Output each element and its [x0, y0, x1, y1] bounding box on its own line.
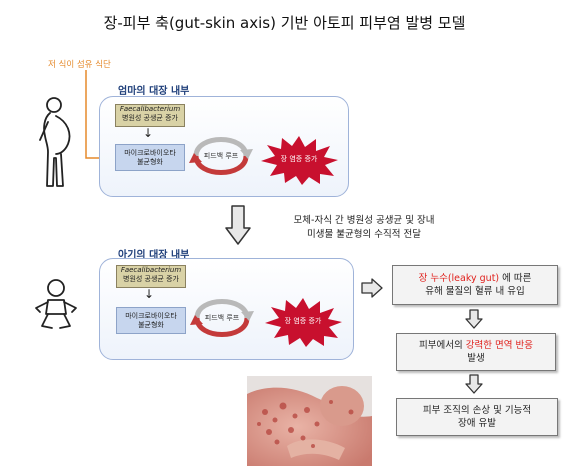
baby-bacterium-box: Faecalibacterium 병원성 공생균 증가 — [116, 265, 186, 288]
flow-down-arrow-2-icon — [465, 374, 483, 394]
baby-inflammation-label: 장 염증 증가 — [284, 317, 322, 325]
mother-down-arrow-icon: ↓ — [143, 126, 154, 140]
pregnant-mother-icon — [39, 97, 71, 187]
baby-down-arrow-icon: ↓ — [144, 287, 155, 301]
mother-feedback-loop-icon — [189, 137, 253, 175]
baby-feedback-loop-icon — [190, 299, 254, 337]
baby-microbiota-line1: 마이크로바이오타 — [125, 311, 177, 320]
flow-down-arrow-1-icon — [465, 309, 483, 329]
flow-right-arrow-icon — [361, 278, 383, 298]
leaky-gut-suffix: 에 따른 — [499, 273, 532, 284]
baby-bacterium-desc: 병원성 공생균 증가 — [123, 275, 179, 283]
vertical-transfer-text: 모체-자식 간 병원성 공생균 및 장내 미생물 불균형의 수직적 전달 — [250, 214, 478, 242]
diet-label: 저 식이 섬유 식단 — [48, 60, 111, 70]
infant-eczema-photo — [247, 376, 372, 466]
transfer-line2: 미생물 불균형의 수직적 전달 — [307, 229, 421, 240]
baby-microbiota-line2: 불균형화 — [138, 320, 164, 329]
immune-line2: 발생 — [467, 353, 485, 364]
immune-response-box: 피부에서의 강력한 면역 반응 발생 — [396, 333, 556, 371]
immune-highlight: 강력한 면역 반응 — [465, 340, 533, 351]
baby-microbiota-box: 마이크로바이오타 불균형화 — [116, 307, 186, 334]
baby-inflammation-burst-icon — [265, 298, 342, 347]
mother-microbiota-line2: 불균형화 — [137, 157, 163, 166]
baby-bacterium-name: Faecalibacterium — [120, 266, 182, 274]
mother-loop-label: 피드백 루프 — [203, 152, 239, 160]
leaky-gut-highlight: 장 누수(leaky gut) — [418, 273, 500, 284]
diagram-title: 장-피부 축(gut-skin axis) 기반 아토피 피부염 발병 모델 — [103, 14, 466, 32]
mother-panel-title: 엄마의 대장 내부 — [118, 86, 190, 97]
transfer-down-arrow-icon — [225, 205, 251, 245]
mother-bacterium-desc: 병원성 공생균 증가 — [122, 114, 178, 122]
mother-bacterium-box: Faecalibacterium 병원성 공생균 증가 — [115, 104, 185, 127]
mother-inflammation-label: 장 염증 증가 — [280, 155, 318, 163]
leaky-gut-line2: 유해 물질의 혈류 내 유입 — [425, 286, 525, 297]
tissue-damage-line2: 장애 유발 — [458, 418, 496, 429]
mother-microbiota-box: 마이크로바이오타 불균형화 — [115, 144, 185, 171]
tissue-damage-line1: 피부 조직의 손상 및 기능적 — [422, 405, 532, 416]
mother-inflammation-burst-icon — [261, 136, 338, 185]
immune-prefix: 피부에서의 — [419, 340, 466, 351]
mother-bacterium-name: Faecalibacterium — [119, 105, 181, 113]
mother-microbiota-line1: 마이크로바이오타 — [124, 148, 176, 157]
tissue-damage-box: 피부 조직의 손상 및 기능적 장애 유발 — [396, 398, 558, 436]
baby-loop-label: 피드백 루프 — [204, 314, 240, 322]
leaky-gut-box: 장 누수(leaky gut) 에 따른 유해 물질의 혈류 내 유입 — [392, 265, 558, 305]
baby-icon — [35, 279, 77, 329]
transfer-line1: 모체-자식 간 병원성 공생균 및 장내 — [293, 215, 435, 226]
baby-panel-title: 아기의 대장 내부 — [118, 250, 190, 261]
